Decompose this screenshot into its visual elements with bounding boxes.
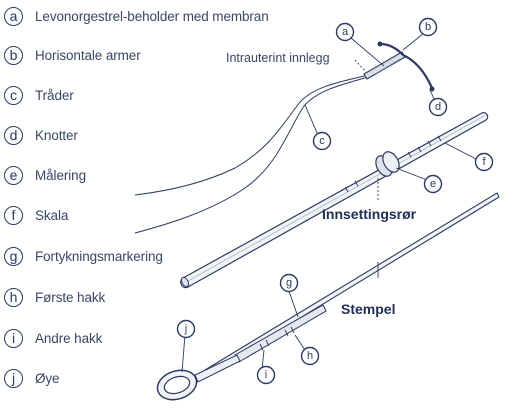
callout-h-text: h — [307, 350, 313, 362]
legend-key-f: f — [4, 205, 23, 225]
callout-j: j — [176, 319, 196, 339]
callout-d: d — [428, 97, 448, 117]
legend-item-i: i Andre hakk — [4, 326, 102, 350]
callout-j-text: j — [184, 323, 187, 335]
inserter-label: Innsettingsrør — [322, 206, 417, 222]
callout-f: f — [474, 152, 494, 172]
knob-right — [429, 86, 435, 92]
callout-h: h — [300, 346, 320, 366]
legend-label-e: Målering — [35, 167, 86, 183]
legend-label-b: Horisontale armer — [35, 47, 141, 63]
legend-label-g: Fortykningsmarkering — [35, 248, 163, 264]
legend-key-j: j — [4, 368, 23, 388]
callout-c-text: c — [319, 135, 325, 147]
legend-key-b: b — [4, 45, 23, 65]
legend-item-e: e Målering — [4, 163, 86, 187]
callout-i: i — [256, 365, 276, 385]
legend-item-f: f Skala — [4, 203, 68, 227]
callout-i-text: i — [265, 369, 267, 381]
legend-key-g: g — [4, 246, 23, 266]
legend-key-d: d — [4, 125, 23, 145]
legend-key-i: i — [4, 328, 23, 348]
legend-label-a: Levonorgestrel-beholder med membran — [35, 8, 269, 24]
callout-g-text: g — [286, 277, 292, 289]
callout-b: b — [418, 17, 438, 37]
flange — [375, 151, 400, 177]
leader-lines — [181, 32, 479, 373]
legend-key-c: c — [4, 85, 23, 105]
legend-key-a: a — [4, 6, 23, 26]
callout-e-text: e — [430, 178, 436, 190]
callout-d-text: d — [435, 101, 441, 113]
legend-item-a: a Levonorgestrel-beholder med membran — [4, 4, 269, 28]
callout-b-text: b — [425, 21, 431, 33]
callout-a: a — [335, 22, 355, 42]
callout-e: e — [423, 174, 443, 194]
callout-g: g — [279, 273, 299, 293]
legend-key-h: h — [4, 287, 23, 307]
legend-label-d: Knotter — [35, 127, 78, 143]
plunger — [156, 192, 500, 401]
callout-c: c — [312, 131, 332, 151]
iud-label: Intrauterint innlegg — [226, 51, 330, 65]
callout-f-text: f — [482, 156, 486, 168]
legend-item-g: g Fortykningsmarkering — [4, 244, 163, 268]
legend-label-j: Øye — [35, 370, 60, 386]
iud-stem — [363, 51, 406, 80]
legend-label-c: Tråder — [35, 87, 74, 103]
legend-item-b: b Horisontale armer — [4, 43, 141, 67]
inserter-tube — [180, 112, 489, 289]
legend-item-d: d Knotter — [4, 123, 78, 147]
legend-item-h: h Første hakk — [4, 285, 105, 309]
legend-label-f: Skala — [35, 207, 69, 223]
legend-item-c: c Tråder — [4, 83, 74, 107]
legend-key-e: e — [4, 165, 23, 185]
callout-a-text: a — [342, 26, 349, 38]
legend-label-h: Første hakk — [35, 289, 106, 305]
knob-left — [377, 41, 383, 47]
plunger-label: Stempel — [341, 301, 395, 317]
scale — [344, 135, 442, 193]
legend-item-j: j Øye — [4, 366, 60, 390]
legend-label-i: Andre hakk — [35, 330, 103, 346]
notches — [259, 326, 295, 351]
threads — [134, 74, 369, 234]
